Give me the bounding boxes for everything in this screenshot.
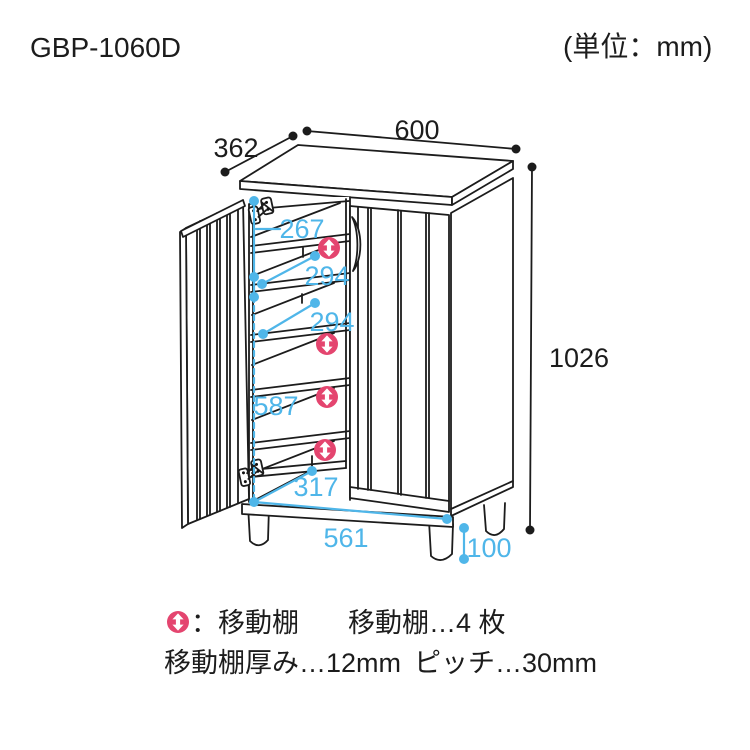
shelf-front-edge [250, 272, 351, 286]
door-handle [351, 216, 362, 272]
model-number: GBP-1060D [30, 32, 181, 63]
width-label: 600 [394, 115, 439, 145]
dimension-depth: 362 [213, 131, 298, 177]
shelf-gap-upper-line [260, 254, 317, 286]
right-door-bottom-rail [349, 486, 450, 502]
inner-depth-label: 317 [293, 472, 338, 502]
legend-shelf-count: 移動棚…4 枚 [348, 608, 506, 638]
unit-note: (単位：mm) [563, 31, 712, 62]
top-panel [239, 144, 514, 206]
leg-front-right [428, 520, 454, 561]
top-clearance-label: 267 [279, 214, 324, 244]
movable-shelf-legend-icon [167, 611, 189, 633]
inner-depth-line [252, 469, 314, 504]
inner-width-label: 561 [323, 523, 368, 553]
dimension-width: 600 [302, 115, 521, 154]
height-label: 1026 [549, 343, 609, 373]
movable-shelf-icon [314, 439, 336, 461]
movable-shelf-icon [316, 386, 338, 408]
legend: ：移動棚 移動棚…4 枚 移動棚厚み…12mm ピッチ…30mm [164, 608, 597, 678]
side-panel [450, 177, 514, 517]
shelf-bottom-edge [250, 437, 351, 451]
depth-label: 362 [213, 133, 258, 163]
legend-pitch: ピッチ…30mm [414, 648, 597, 678]
shelf-gap-lower-line [261, 301, 317, 336]
shelf-front-edge [250, 233, 351, 247]
side-panel-face [450, 177, 514, 517]
shelf-gap-lower-label: 294 [309, 307, 354, 337]
legend-shelf-thickness: 移動棚厚み…12mm [164, 648, 401, 678]
shelf-bottom-edge [250, 329, 351, 343]
right-door-face [349, 205, 450, 513]
left-door-open [179, 199, 250, 529]
shelf-bottom-edge [250, 384, 351, 398]
shelf-gap-upper-label: 294 [304, 261, 349, 291]
right-door [349, 205, 450, 513]
top-panel-side-face [451, 160, 514, 206]
leg-back-right [483, 502, 506, 536]
side-panel-bottom-line [450, 480, 514, 510]
leg-height-label: 100 [466, 533, 511, 563]
interior-background [253, 197, 350, 500]
left-door-top-cap [180, 199, 246, 238]
movable-shelf-icon [316, 333, 338, 355]
legend-marker-label: ：移動棚 [191, 608, 299, 638]
shelf-side-diagonal [251, 282, 335, 316]
floor-back-edge-lower [250, 467, 347, 478]
inner-width-line [252, 500, 449, 521]
floor-back-edge [250, 460, 347, 471]
left-front-stile [248, 203, 254, 503]
interior-ceiling-diagonal [250, 202, 341, 238]
shelf-front-edge [250, 430, 351, 444]
shelf-front-edge [250, 377, 351, 391]
cabinet-drawing [179, 144, 514, 561]
dimension-height: 1026 [525, 162, 609, 535]
interior-dimensions: 267 294 294 587 317 561 100 [249, 196, 512, 564]
lower-clearance-label: 587 [253, 391, 298, 421]
movable-shelf-icon [318, 237, 340, 259]
left-door-edge-face [179, 227, 189, 529]
shelf-bottom-edge [250, 279, 351, 293]
